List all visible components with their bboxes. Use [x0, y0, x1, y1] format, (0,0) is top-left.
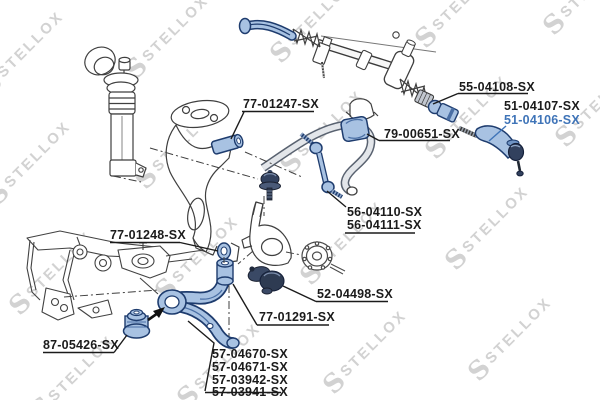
- part-label-77-01248-sx[interactable]: 77-01248-SX: [110, 228, 186, 242]
- steering-knuckle-drawing: [241, 201, 292, 266]
- part-label-52-04498-sx[interactable]: 52-04498-SX: [317, 287, 393, 301]
- part-label-57-03942-sx[interactable]: 57-03942-SX: [212, 372, 288, 387]
- leader-lines: [43, 92, 528, 394]
- tie-rod-end-51-04106-highlight[interactable]: [458, 125, 525, 177]
- tie-rod-left-highlight[interactable]: [238, 17, 297, 41]
- control-arm-57-highlight[interactable]: [157, 258, 240, 349]
- part-label-55-04108-sx[interactable]: 55-04108-SX: [459, 80, 535, 94]
- part-label-57-03941-sx[interactable]: 57-03941-SX: [212, 385, 288, 400]
- part-label-51-04107-sx[interactable]: 51-04107-SX: [504, 99, 580, 113]
- part-label-87-05426-sx[interactable]: 87-05426-SX: [43, 338, 119, 352]
- steering-rack-drawing: [238, 17, 525, 177]
- wheel-hub-drawing: [301, 241, 346, 275]
- direction-arrow: [147, 307, 165, 322]
- knuckle-carrier-drawing: [165, 99, 240, 263]
- part-label-79-00651-sx[interactable]: 79-00651-SX: [384, 127, 460, 141]
- subframe-drawing: [26, 230, 205, 321]
- part-label-77-01291-sx[interactable]: 77-01291-SX: [259, 310, 335, 324]
- part-label-77-01247-sx[interactable]: 77-01247-SX: [243, 97, 319, 111]
- part-label-56-04110-sx[interactable]: 56-04110-SX: [347, 205, 423, 219]
- part-label-57-04670-sx[interactable]: 57-04670-SX: [212, 347, 288, 361]
- stabilizer-bushing-79-00651-highlight[interactable]: [340, 115, 370, 143]
- stabilizer-bracket-drawing: [345, 98, 379, 121]
- part-label-56-04111-sx[interactable]: 56-04111-SX: [347, 218, 422, 232]
- strut-mount-dome-drawing: [84, 46, 116, 76]
- bushing-87-05426-highlight[interactable]: [122, 308, 151, 339]
- ball-joint-upper-drawing: [259, 170, 281, 201]
- stabilizer-link-56-04110-highlight[interactable]: [299, 132, 344, 199]
- arm-front-bushing-77-01291-highlight[interactable]: [216, 258, 234, 286]
- rack-pinion-housing-drawing: [383, 39, 416, 90]
- arm-rear-bushing-77-01248-highlight[interactable]: [216, 242, 232, 260]
- part-label-57-04671-sx[interactable]: 57-04671-SX: [212, 359, 288, 374]
- stabilizer-bar-drawing: [260, 98, 379, 196]
- shock-absorber-drawing: [84, 46, 147, 178]
- rack-bellows-left-drawing: [292, 27, 321, 49]
- part-label-51-04106-sx-highlighted[interactable]: 51-04106-SX: [504, 112, 580, 127]
- control-arm-label-group: 57-04670-SX 57-04671-SX 57-03942-SX 57-0…: [212, 348, 288, 399]
- bushing-77-01247-highlight[interactable]: [210, 133, 244, 155]
- ball-joint-52-04498-drawing: [247, 266, 285, 295]
- assembly-dash-lines: [63, 147, 303, 336]
- rack-clamp-drawing: [312, 36, 333, 66]
- inner-tie-rod-55-04108-highlight[interactable]: [414, 89, 459, 123]
